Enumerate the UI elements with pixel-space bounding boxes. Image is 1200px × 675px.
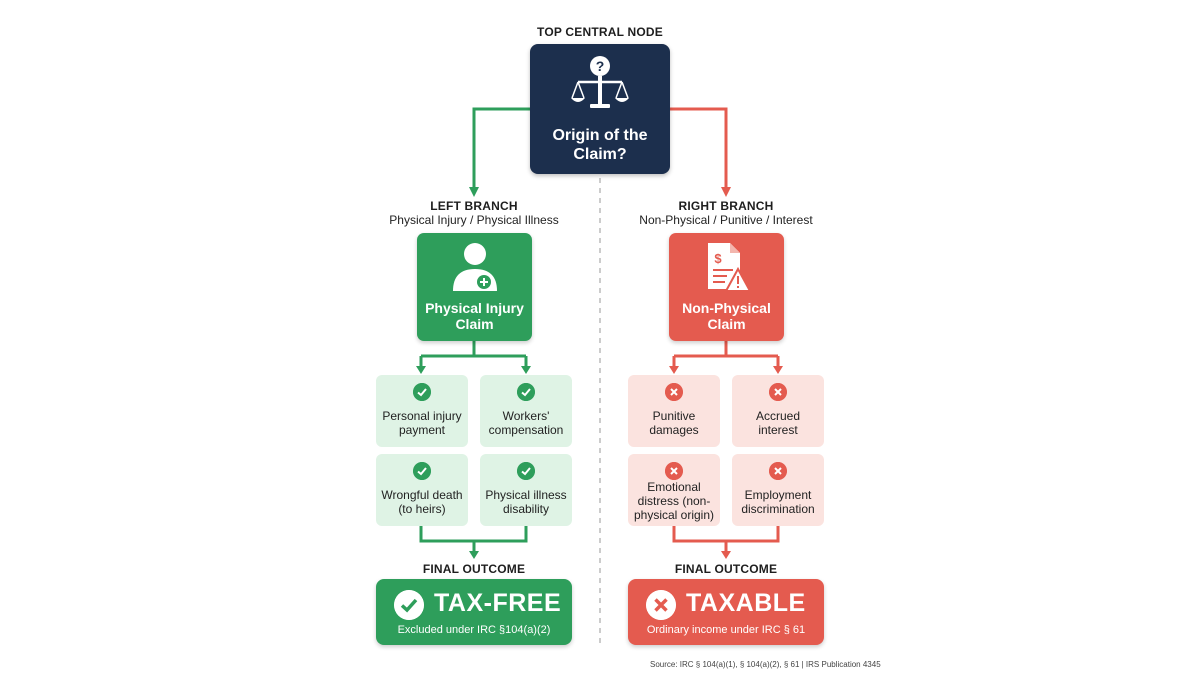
origin-of-claim-node: ? Origin of the Claim?	[530, 44, 670, 174]
origin-of-claim-title: Origin of the Claim?	[552, 127, 648, 163]
taxable-subtitle: Ordinary income under IRC § 61	[646, 624, 806, 636]
taxable-title: TAXABLE	[686, 589, 806, 617]
non-physical-claim-node: $ Non-Physical Claim	[669, 233, 784, 341]
x-icon	[665, 383, 683, 401]
svg-text:$: $	[714, 251, 722, 266]
right-outcome-heading: FINAL OUTCOME	[674, 562, 778, 576]
left-branch-heading: LEFT BRANCH	[430, 199, 518, 213]
arrow-to-left-branch	[469, 107, 530, 197]
left-split-arrows	[419, 341, 528, 368]
x-icon	[769, 462, 787, 480]
x-icon	[665, 462, 683, 480]
check-icon	[413, 462, 431, 480]
top-node-heading: TOP CENTRAL NODE	[537, 25, 663, 39]
non-physical-claim-label: Non-Physical Claim	[682, 300, 771, 332]
x-icon	[769, 383, 787, 401]
check-icon	[413, 383, 431, 401]
right-split-arrows	[672, 341, 780, 368]
tax-free-subtitle: Excluded under IRC §104(a)(2)	[397, 624, 551, 636]
right-branch-subheading: Non-Physical / Punitive / Interest	[639, 213, 813, 227]
right-merge-arrows	[672, 526, 780, 552]
left-outcome-heading: FINAL OUTCOME	[422, 562, 526, 576]
tax-free-title: TAX-FREE	[434, 589, 562, 617]
left-merge-arrows	[419, 526, 528, 552]
arrow-to-right-branch	[670, 107, 731, 197]
item-workers-compensation: Workers'compensation	[480, 375, 572, 447]
x-circle-icon	[646, 590, 676, 620]
svg-text:?: ?	[596, 58, 605, 74]
item-wrongful-death: Wrongful death(to heirs)	[376, 454, 468, 526]
scales-question-icon: ?	[571, 56, 629, 108]
check-circle-icon	[394, 590, 424, 620]
source-note: Source: IRC § 104(a)(1), § 104(a)(2), § …	[650, 660, 881, 669]
tax-free-outcome: TAX-FREE Excluded under IRC §104(a)(2)	[376, 579, 572, 645]
check-icon	[517, 462, 535, 480]
check-icon	[517, 383, 535, 401]
left-branch-subheading: Physical Injury / Physical Illness	[389, 213, 559, 227]
physical-injury-claim-node: Physical Injury Claim	[417, 233, 532, 341]
physical-injury-claim-label: Physical Injury Claim	[425, 300, 524, 332]
taxable-outcome: TAXABLE Ordinary income under IRC § 61	[628, 579, 824, 645]
person-medical-icon	[453, 243, 497, 291]
right-branch-heading: RIGHT BRANCH	[678, 199, 774, 213]
document-dollar-warning-icon: $	[708, 243, 752, 292]
